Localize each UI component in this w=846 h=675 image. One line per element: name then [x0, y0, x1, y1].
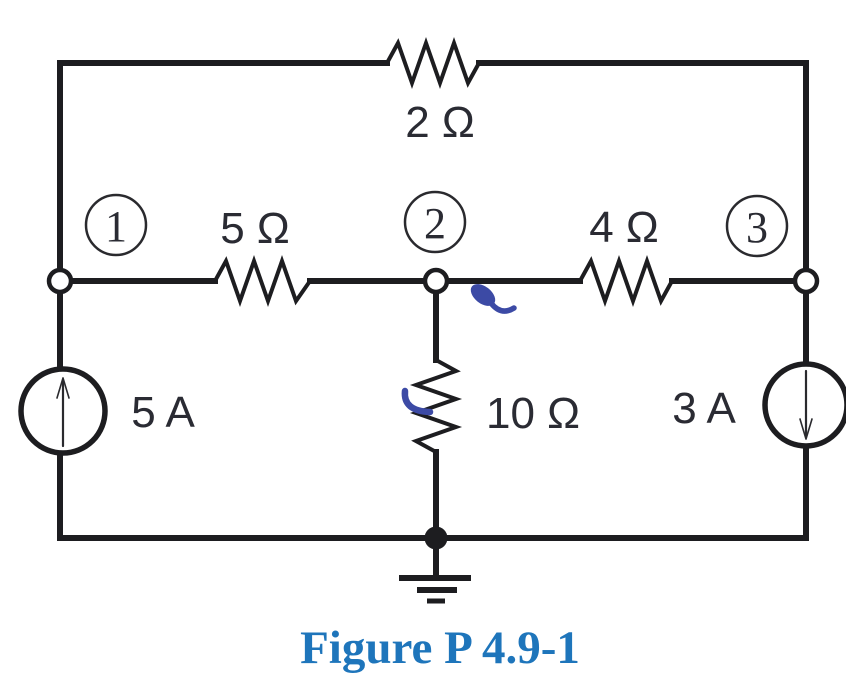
down-arrow-head: [799, 418, 813, 440]
ground-junction-dot: [424, 526, 448, 550]
right-source-label: 3 A: [672, 384, 736, 433]
wire-top-right: [476, 60, 809, 284]
right-resistor-zigzag: [578, 254, 674, 308]
component-labels: 2 Ω 5 Ω 4 Ω 10 Ω 5 A 3 A: [131, 98, 736, 438]
top-resistor-label: 2 Ω: [405, 98, 475, 147]
left-resistor-zigzag: [213, 254, 312, 308]
node-markers: 1 2 3: [84, 190, 789, 258]
middle-resistor-label: 10 Ω: [486, 389, 580, 438]
node-1-label: 1: [105, 202, 127, 251]
node-2-terminal: [422, 267, 450, 295]
node-2-circle: [403, 190, 467, 254]
ground-symbol: [399, 575, 471, 604]
pen-annotations: [401, 284, 517, 416]
node-3-terminal: [792, 267, 820, 295]
right-current-source: [762, 361, 846, 449]
top-resistor-zigzag: [385, 36, 481, 90]
left-source-label: 5 A: [131, 388, 195, 437]
pen-mark-comma-head: [470, 284, 496, 306]
wire-top-left: [57, 60, 390, 284]
pen-mark-arc: [401, 387, 434, 416]
pen-mark-comma-tail: [488, 300, 517, 314]
right-resistor-label: 4 Ω: [589, 203, 659, 252]
resistor-symbols: [213, 36, 674, 454]
node-1-circle: [84, 193, 148, 257]
node-2-label: 2: [424, 199, 446, 248]
node-1-terminal: [46, 267, 74, 295]
left-resistor-label: 5 Ω: [220, 204, 290, 253]
up-arrow-head: [56, 377, 70, 399]
left-current-source: [18, 366, 108, 456]
node-3-circle: [725, 194, 789, 258]
middle-resistor-zigzag: [409, 358, 463, 454]
figure-caption: Figure P 4.9-1: [300, 622, 580, 674]
node-3-label: 3: [746, 203, 768, 252]
